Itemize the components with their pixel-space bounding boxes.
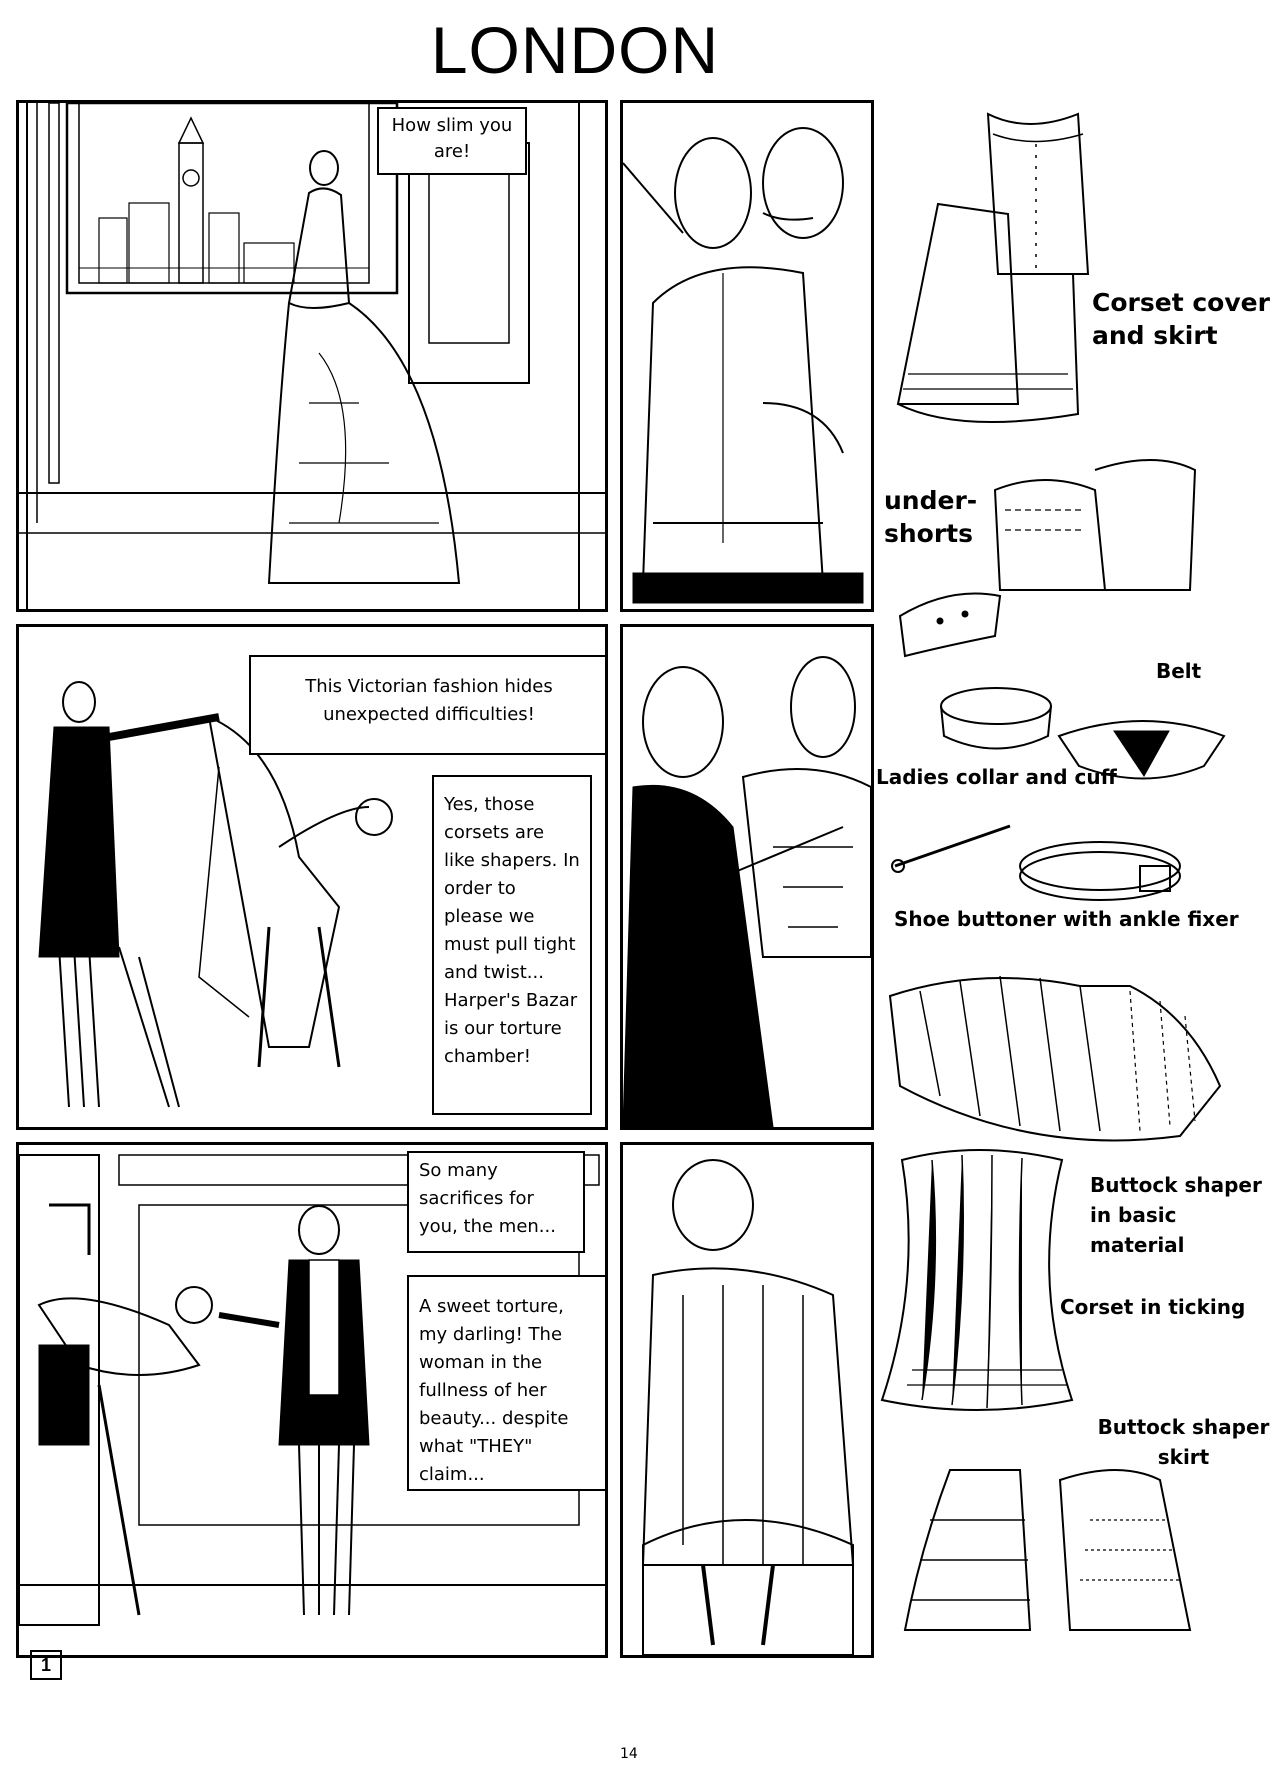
buttock-skirt-illustration: [900, 1460, 1200, 1640]
catalog-label-corset-cover: Corset cover and skirt: [1092, 288, 1270, 350]
comic-panel-4: [620, 624, 874, 1130]
comic-panel-6: [620, 1142, 874, 1658]
catalog-label-buttock-skirt: Buttock shaper skirt: [1097, 1415, 1270, 1469]
comic-panel-3: This Victorian fashion hides unexpected …: [16, 624, 608, 1130]
comic-panel-2: [620, 100, 874, 612]
speech-bubble: This Victorian fashion hides unexpected …: [249, 655, 605, 755]
catalog-label-belt: Belt: [1156, 659, 1202, 683]
page-number: 14: [620, 1746, 638, 1762]
undershorts-illustration: [985, 450, 1200, 600]
catalog-label-buttock-shaper: Buttock shaper in basic material: [1090, 1173, 1262, 1257]
panel-1-drawing: [19, 103, 605, 609]
panel-3-drawing: [38, 681, 393, 1108]
speech-bubble: So many sacrifices for you, the men...: [407, 1151, 585, 1253]
comic-panel-5: So many sacrifices for you, the men... A…: [16, 1142, 608, 1658]
speech-bubble: A sweet torture, my darling! The woman i…: [407, 1275, 605, 1491]
corset-cover-illustration: [878, 104, 1118, 449]
comic-panel-1: How slim you are!: [16, 100, 608, 612]
corset-ticking-illustration: [872, 1140, 1087, 1420]
catalog-label-corset-ticking: Corset in ticking: [1060, 1295, 1246, 1319]
catalog-label-collar-cuff: Ladies collar and cuff: [876, 765, 1117, 789]
panel-number-badge: 1: [30, 1650, 62, 1680]
page-title: LONDON: [430, 13, 720, 87]
speech-bubble: How slim you are!: [377, 107, 527, 175]
panel-2-drawing: [623, 127, 864, 604]
belt-illustration: [1054, 696, 1229, 806]
panel-4-drawing: [623, 656, 871, 1127]
cuff-illustration: [890, 576, 1010, 666]
shoe-buttoner-illustration: [890, 806, 1190, 906]
catalog-label-shoe-buttoner: Shoe buttoner with ankle fixer: [894, 907, 1239, 931]
speech-bubble: Yes, those corsets are like shapers. In …: [432, 775, 592, 1115]
collar-illustration: [936, 676, 1056, 766]
catalog-label-undershorts: under-shorts: [884, 486, 978, 548]
panel-6-drawing: [641, 1159, 855, 1655]
buttock-shaper-illustration: [880, 956, 1230, 1166]
